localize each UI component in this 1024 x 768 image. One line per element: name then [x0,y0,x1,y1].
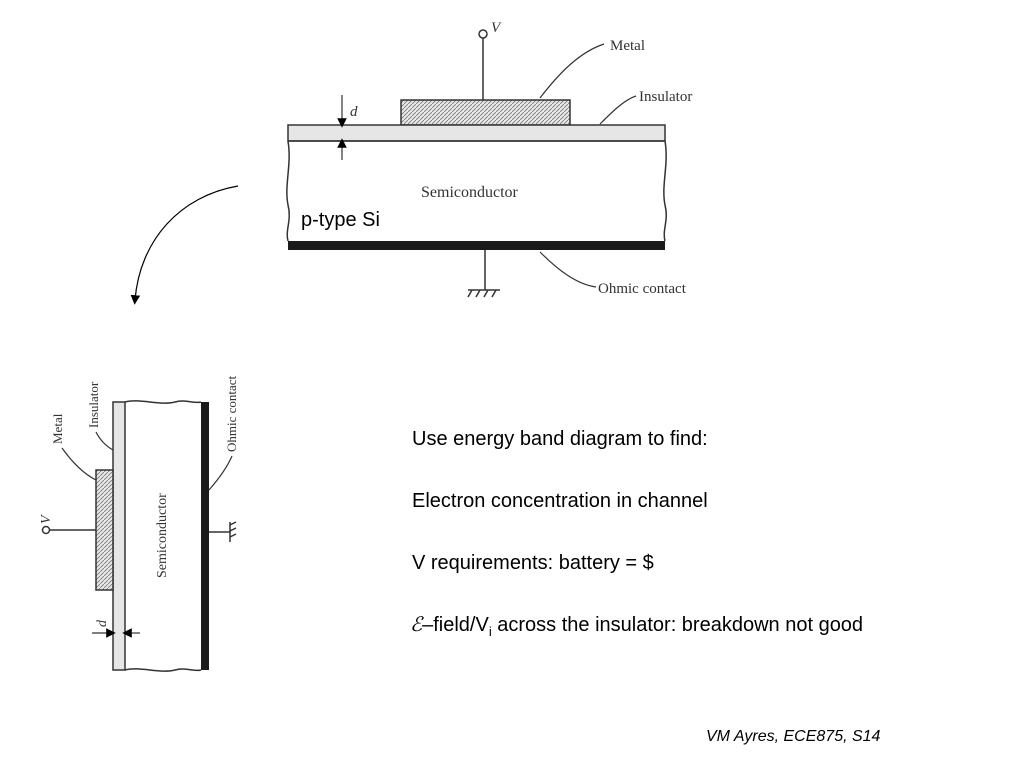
rotated-metal-leader [61,447,97,481]
note-voltage-requirements: V requirements: battery = $ [412,552,654,574]
rotated-thickness-label: d [95,619,110,627]
rotated-insulator-leader [95,431,114,451]
ohmic-contact-layer [288,241,665,250]
rotated-ohmic-contact-layer [201,402,209,670]
rotated-insulator-label: Insulator [86,381,101,428]
rotated-metal-gate [95,469,114,591]
insulator-leader [599,95,637,125]
rotated-semiconductor-bottom-break [124,668,202,672]
rotated-ground-icon [229,521,237,542]
rotated-semiconductor-label: Semiconductor [155,493,170,578]
insulator-layer [287,124,666,142]
rotated-ohmic-leader [208,455,233,491]
rotation-arrow [130,185,239,305]
note-field-text-a: –field/V [422,614,489,636]
note-field-text-b: across the insulator: breakdown not good [491,614,864,636]
semiconductor-left-break [286,140,291,242]
metal-label: Metal [610,38,645,54]
top-mos-figure: V d Metal Insulator Ohmic contact [286,20,692,298]
semiconductor-label: Semiconductor [421,184,519,201]
rotated-voltage-terminal-icon [41,525,51,535]
note-electron-concentration: Electron concentration in channel [412,490,708,512]
metal-gate [400,99,571,126]
metal-leader [539,43,605,99]
note-field-subscript: i [488,624,492,639]
slide-credit: VM Ayres, ECE875, S14 [706,728,881,745]
semiconductor-right-break [663,140,668,242]
rotated-voltage-label: V [39,514,54,524]
rotated-mos-figure: V d Metal Insulator Ohmic contact Semico… [39,375,239,672]
efield-symbol: ℰ [410,612,423,636]
voltage-label: V [491,20,502,36]
thickness-label: d [350,104,358,120]
ptype-si-label: p-type Si [301,209,380,231]
rotated-semiconductor-top-break [124,400,202,404]
ohmic-leader [539,251,597,288]
ground-icon [467,289,500,298]
voltage-terminal-icon [478,29,488,39]
rotated-insulator-layer [112,401,126,671]
rotated-metal-label: Metal [50,413,65,444]
note-field-across-insulator: ℰ–field/Vi across the insulator: breakdo… [410,612,863,639]
note-energy-band: Use energy band diagram to find: [412,428,708,450]
insulator-label: Insulator [639,89,692,105]
rotated-ohmic-contact-label: Ohmic contact [224,375,239,452]
ohmic-contact-label: Ohmic contact [598,281,687,297]
